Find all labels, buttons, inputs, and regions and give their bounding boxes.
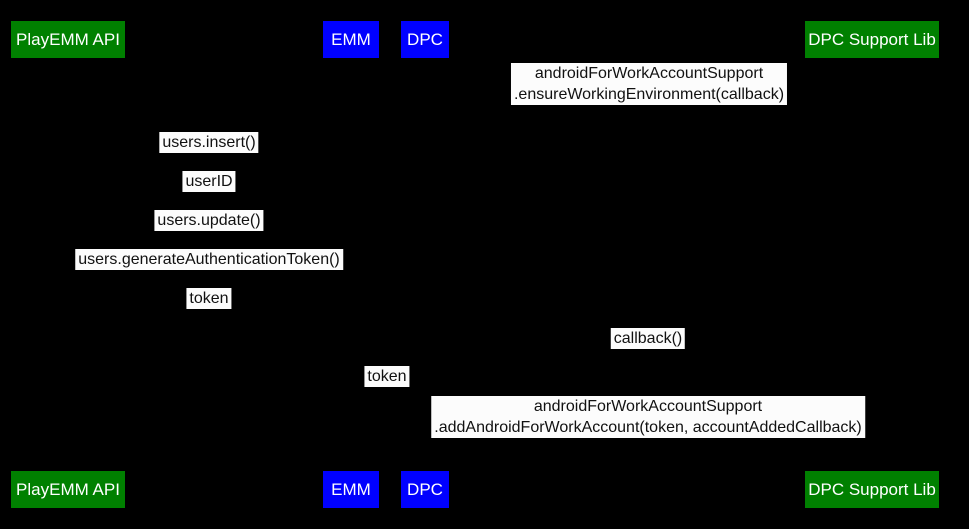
- actor-label: EMM: [331, 479, 371, 499]
- message-label: androidForWorkAccountSupport .addAndroidF…: [431, 396, 865, 438]
- message-line: token: [367, 368, 407, 385]
- message-label: callback(): [610, 328, 686, 349]
- actor-label: DPC: [407, 479, 443, 499]
- message-line: userID: [185, 173, 233, 190]
- message-line: .addAndroidForWorkAccount(token, account…: [434, 419, 862, 436]
- message-label: users.insert(): [159, 132, 259, 153]
- actor-emm-top: EMM: [323, 21, 379, 58]
- message-label: users.generateAuthenticationToken(): [75, 249, 343, 270]
- actor-dpc-top: DPC: [401, 21, 449, 58]
- actor-emm-bottom: EMM: [323, 471, 379, 508]
- actor-dpc-support-lib-top: DPC Support Lib: [805, 21, 939, 58]
- actor-label: DPC: [407, 29, 443, 49]
- message-line: users.generateAuthenticationToken(): [78, 251, 340, 268]
- message-line: callback(): [613, 330, 683, 347]
- message-line: androidForWorkAccountSupport: [533, 398, 763, 415]
- message-line: users.update(): [157, 212, 261, 229]
- message-label: users.update(): [154, 210, 264, 231]
- message-line: token: [189, 290, 229, 307]
- actor-label: PlayEMM API: [16, 479, 120, 499]
- message-label: androidForWorkAccountSupport .ensureWorki…: [510, 63, 788, 105]
- actor-dpc-support-lib-bottom: DPC Support Lib: [805, 471, 939, 508]
- message-line: users.insert(): [162, 134, 256, 151]
- message-label: token: [364, 366, 410, 387]
- message-label: token: [186, 288, 232, 309]
- message-line: androidForWorkAccountSupport: [534, 65, 764, 82]
- message-label: userID: [182, 171, 236, 192]
- actor-dpc-bottom: DPC: [401, 471, 449, 508]
- actor-playemm-api-top: PlayEMM API: [11, 21, 125, 58]
- actor-label: EMM: [331, 29, 371, 49]
- actor-label: DPC Support Lib: [808, 479, 936, 499]
- actor-label: PlayEMM API: [16, 29, 120, 49]
- message-line: .ensureWorkingEnvironment(callback): [513, 86, 785, 103]
- actor-label: DPC Support Lib: [808, 29, 936, 49]
- actor-playemm-api-bottom: PlayEMM API: [11, 471, 125, 508]
